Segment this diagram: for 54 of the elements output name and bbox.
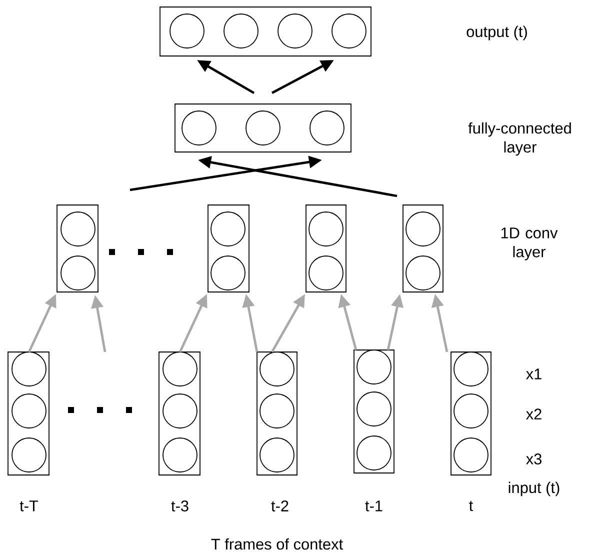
layer-box: [450, 352, 492, 476]
neuron-circle: [12, 394, 46, 428]
time-label: t: [469, 500, 474, 512]
neuron-circle: [210, 256, 246, 290]
feature-label: x1: [526, 368, 542, 380]
time-label: t-2: [271, 500, 288, 512]
layer-box: [402, 204, 444, 292]
neuron-circle: [60, 256, 96, 290]
time-label: t-3: [171, 500, 188, 512]
neuron-circle: [356, 392, 392, 426]
neuron-circle: [332, 14, 366, 48]
time-label: t-T: [20, 500, 38, 512]
neuron-circle: [278, 14, 312, 48]
neuron-circle: [454, 438, 488, 472]
neuron-circle: [182, 110, 216, 146]
caption: T frames of context: [211, 538, 343, 550]
neuron-circle: [246, 110, 280, 146]
neuron-circle: [224, 14, 258, 48]
neuron-circle: [308, 212, 344, 246]
layer-label: input (t): [508, 482, 560, 496]
layer-box: [160, 6, 372, 56]
layer-box: [174, 104, 352, 152]
layer-box: [8, 352, 50, 476]
layer-box: [208, 204, 250, 292]
neuron-circle: [162, 394, 198, 428]
layer-box: [158, 352, 200, 476]
neuron-circle: [12, 438, 46, 472]
neuron-circle: [454, 352, 488, 386]
layer-box: [56, 204, 98, 292]
layer-label: 1D conv layer: [501, 228, 558, 260]
neuron-circle: [308, 256, 344, 290]
neuron-circle: [406, 256, 440, 290]
neuron-circle: [260, 352, 294, 386]
neuron-circle: [406, 212, 440, 246]
neuron-circle: [260, 394, 294, 428]
neuron-circle: [162, 352, 198, 386]
feature-label: x2: [526, 408, 542, 420]
neuron-circle: [260, 438, 294, 472]
neuron-circle: [162, 438, 198, 472]
layer-box: [354, 350, 394, 474]
neuron-circle: [356, 436, 392, 470]
layer-label: output (t): [466, 26, 527, 40]
neuron-circle: [170, 14, 204, 48]
neuron-circle: [454, 394, 488, 428]
time-label: t-1: [365, 500, 382, 512]
neuron-circle: [12, 352, 46, 386]
layer-box: [256, 352, 298, 476]
neuron-circle: [356, 350, 392, 384]
neuron-circle: [60, 212, 96, 246]
neuron-circle: [210, 212, 246, 246]
layer-box: [306, 204, 346, 292]
layer-label: fully-connected layer: [468, 122, 571, 156]
neuron-circle: [310, 110, 344, 146]
feature-label: x3: [526, 454, 542, 464]
